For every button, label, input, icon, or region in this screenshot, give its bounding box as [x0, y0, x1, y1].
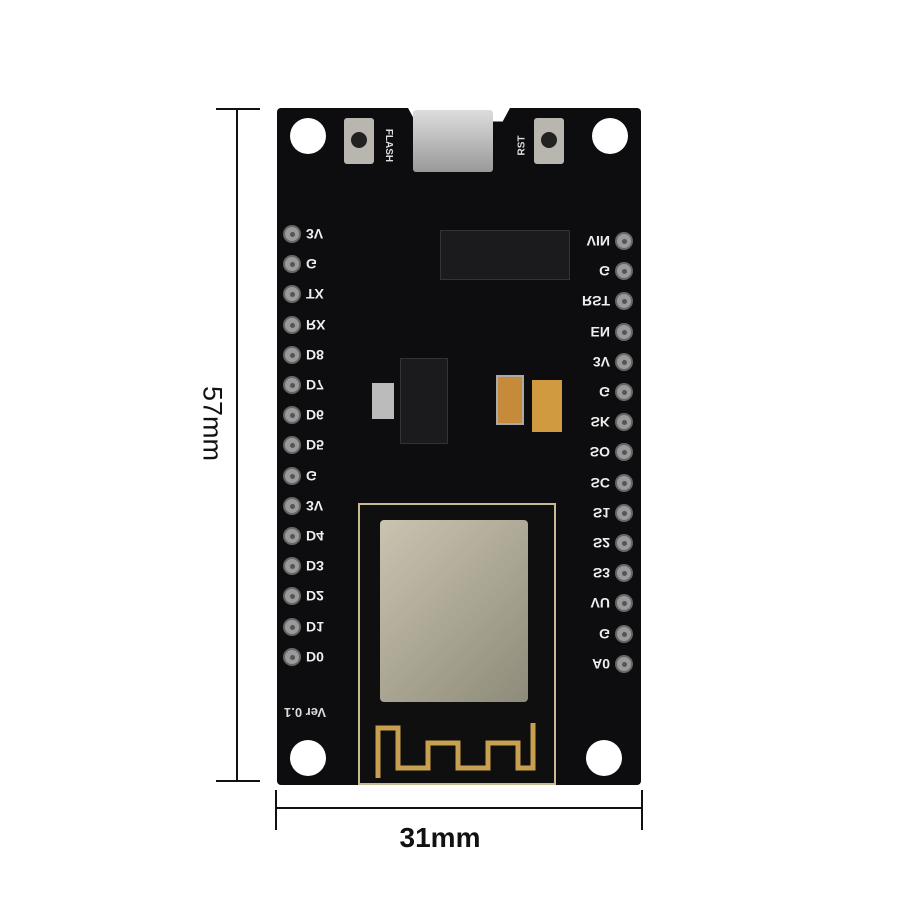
- pin-label: G: [599, 625, 610, 642]
- version-label: Ver 0.1: [284, 705, 326, 720]
- header-pin: [615, 503, 633, 522]
- dimension-tick: [216, 108, 260, 110]
- pin-label: RX: [306, 316, 326, 333]
- pin-label: G: [306, 467, 317, 484]
- pin-label: S1: [592, 504, 610, 521]
- capacitor: [496, 375, 524, 425]
- header-pin: [283, 466, 301, 485]
- header-pin: [615, 352, 633, 371]
- micro-usb-port: [413, 110, 493, 172]
- header-pin: [615, 624, 633, 643]
- height-dimension-label: 57mm: [197, 385, 228, 461]
- header-pin: [283, 527, 301, 545]
- mount-hole: [592, 118, 628, 154]
- height-dimension-line: [236, 110, 238, 780]
- header-pin: [283, 436, 301, 455]
- pin-label: S2: [592, 535, 610, 551]
- pin-label: G: [599, 384, 610, 400]
- capacitor: [532, 380, 562, 432]
- header-pin: [283, 647, 301, 666]
- header-pin: [615, 292, 633, 311]
- header-pin: [283, 255, 301, 274]
- dimension-tick: [216, 780, 260, 782]
- reset-button: [534, 118, 564, 164]
- pin-label: 3V: [306, 497, 324, 514]
- header-pin: [615, 443, 633, 462]
- header-pin: [615, 232, 633, 250]
- pin-label: SC: [590, 474, 610, 491]
- header-pin: [283, 315, 301, 334]
- pin-label: D2: [306, 588, 324, 605]
- pin-label: G: [306, 256, 317, 273]
- pin-label: D5: [306, 437, 324, 454]
- rf-shield: [380, 520, 528, 702]
- rst-label: RST: [516, 135, 528, 156]
- pin-label: D0: [306, 648, 324, 665]
- mount-hole: [586, 740, 622, 776]
- header-pin: [615, 594, 633, 613]
- pin-label: 3V: [306, 226, 324, 242]
- pin-label: D1: [306, 618, 324, 635]
- header-pin: [615, 322, 633, 341]
- header-pin: [283, 285, 301, 304]
- voltage-regulator: [400, 358, 448, 444]
- header-pin: [615, 262, 633, 281]
- regulator-tab: [372, 383, 394, 419]
- header-pin: [615, 564, 633, 583]
- flash-label: FLASH: [383, 128, 395, 163]
- pin-label: VIN: [586, 233, 610, 249]
- header-pin: [283, 376, 301, 394]
- header-pin: [283, 617, 301, 636]
- header-pin: [615, 654, 633, 673]
- pin-label: D8: [306, 346, 324, 363]
- width-dimension-label: 31mm: [399, 822, 481, 853]
- pin-label: SO: [589, 444, 610, 461]
- header-pin: [615, 383, 633, 401]
- flash-button: [344, 118, 374, 164]
- pin-label: TX: [306, 286, 324, 303]
- mount-hole: [290, 118, 326, 154]
- dimension-tick: [641, 790, 643, 830]
- dimension-tick: [275, 790, 277, 830]
- header-pin: [615, 534, 633, 552]
- pin-label: D4: [306, 528, 324, 544]
- usb-serial-chip: [440, 230, 570, 280]
- header-pin: [283, 496, 301, 515]
- pin-label: SK: [590, 414, 610, 431]
- pin-label: D7: [306, 377, 324, 393]
- pin-label: EN: [590, 323, 610, 340]
- pin-label: D3: [306, 558, 324, 575]
- header-pin: [615, 413, 633, 432]
- pin-label: RST: [582, 293, 610, 310]
- pin-label: A0: [592, 655, 610, 672]
- header-pin: [283, 225, 301, 243]
- pin-label: VU: [590, 595, 610, 612]
- header-pin: [283, 587, 301, 606]
- header-pin: [283, 406, 301, 425]
- pcb-antenna: [375, 723, 536, 778]
- pin-label: D6: [306, 407, 324, 424]
- pin-label: S3: [592, 565, 610, 582]
- header-pin: [615, 473, 633, 492]
- header-pin: [283, 345, 301, 364]
- header-pin: [283, 557, 301, 576]
- width-dimension-line: [276, 807, 642, 809]
- pin-label: G: [599, 263, 610, 280]
- mount-hole: [290, 740, 326, 776]
- pin-label: 3V: [592, 353, 610, 370]
